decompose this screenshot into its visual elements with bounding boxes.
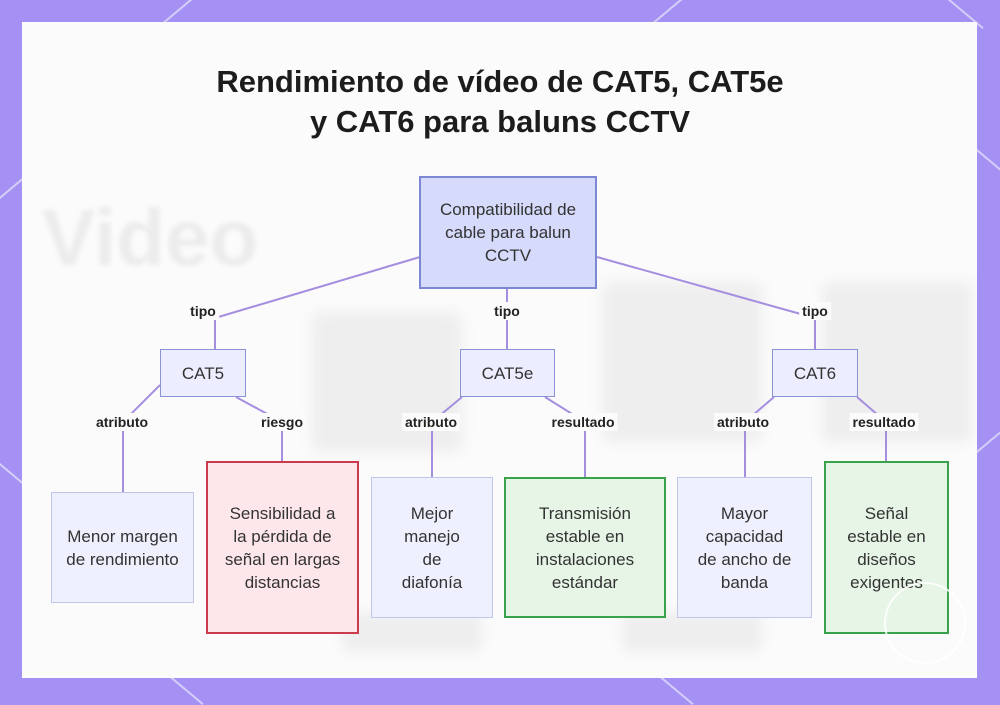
edge-root-cat6 bbox=[596, 256, 816, 319]
background-image bbox=[342, 612, 482, 652]
background-image bbox=[622, 612, 762, 652]
node-cat6-attribute-label: Mayor capacidad de ancho de banda bbox=[697, 503, 792, 592]
edge-cat6-attr bbox=[744, 396, 775, 477]
node-cat5-attribute: Menor margen de rendimiento bbox=[51, 492, 194, 603]
node-cat6: CAT6 bbox=[772, 349, 858, 397]
node-cat5e-result: Transmisión estable en instalaciones est… bbox=[504, 477, 666, 618]
node-cat5e-label: CAT5e bbox=[481, 363, 534, 383]
node-cat6-attribute: Mayor capacidad de ancho de banda bbox=[677, 477, 812, 618]
node-cat5e: CAT5e bbox=[460, 349, 555, 397]
edge-cat5e-attr bbox=[431, 396, 463, 477]
watermark-badge-icon bbox=[884, 582, 966, 664]
edge-label-tipo: tipo bbox=[799, 302, 831, 320]
edge-label-resultado: resultado bbox=[548, 413, 618, 431]
edge-label-riesgo: riesgo bbox=[257, 413, 307, 431]
node-cat6-result-label: Señal estable en diseños exigentes bbox=[847, 503, 926, 592]
node-cat5-label: CAT5 bbox=[181, 363, 225, 383]
title-line-1: Rendimiento de vídeo de CAT5, CAT5e bbox=[216, 64, 784, 99]
node-cat5-attribute-label: Menor margen de rendimiento bbox=[66, 526, 179, 569]
edge-root-cat5 bbox=[214, 256, 421, 319]
node-cat5: CAT5 bbox=[160, 349, 246, 397]
node-cat5e-result-label: Transmisión estable en instalaciones est… bbox=[535, 503, 635, 592]
diagram-title: Rendimiento de vídeo de CAT5, CAT5e y CA… bbox=[0, 62, 1000, 142]
title-line-2: y CAT6 para baluns CCTV bbox=[309, 104, 691, 139]
background-watermark: Video bbox=[42, 193, 259, 282]
root-node: Compatibilidad de cable para balun CCTV bbox=[419, 176, 597, 289]
edge-label-atributo: atributo bbox=[401, 413, 461, 431]
node-cat5e-attribute-label: Mejor manejo de diafonía bbox=[401, 503, 463, 592]
node-cat6-label: CAT6 bbox=[793, 363, 837, 383]
edge-label-atributo: atributo bbox=[92, 413, 152, 431]
edge-cat5e-result bbox=[544, 396, 586, 477]
node-cat5e-attribute: Mejor manejo de diafonía bbox=[371, 477, 493, 618]
edge-cat5-attr bbox=[122, 384, 161, 492]
node-cat5-risk: Sensibilidad a la pérdida de señal en la… bbox=[206, 461, 359, 634]
root-node-label: Compatibilidad de cable para balun CCTV bbox=[439, 200, 577, 265]
edge-label-atributo: atributo bbox=[713, 413, 773, 431]
node-cat5-risk-label: Sensibilidad a la pérdida de señal en la… bbox=[224, 503, 341, 592]
edge-label-tipo: tipo bbox=[491, 302, 523, 320]
edge-label-resultado: resultado bbox=[849, 413, 919, 431]
edge-label-tipo: tipo bbox=[187, 302, 219, 320]
